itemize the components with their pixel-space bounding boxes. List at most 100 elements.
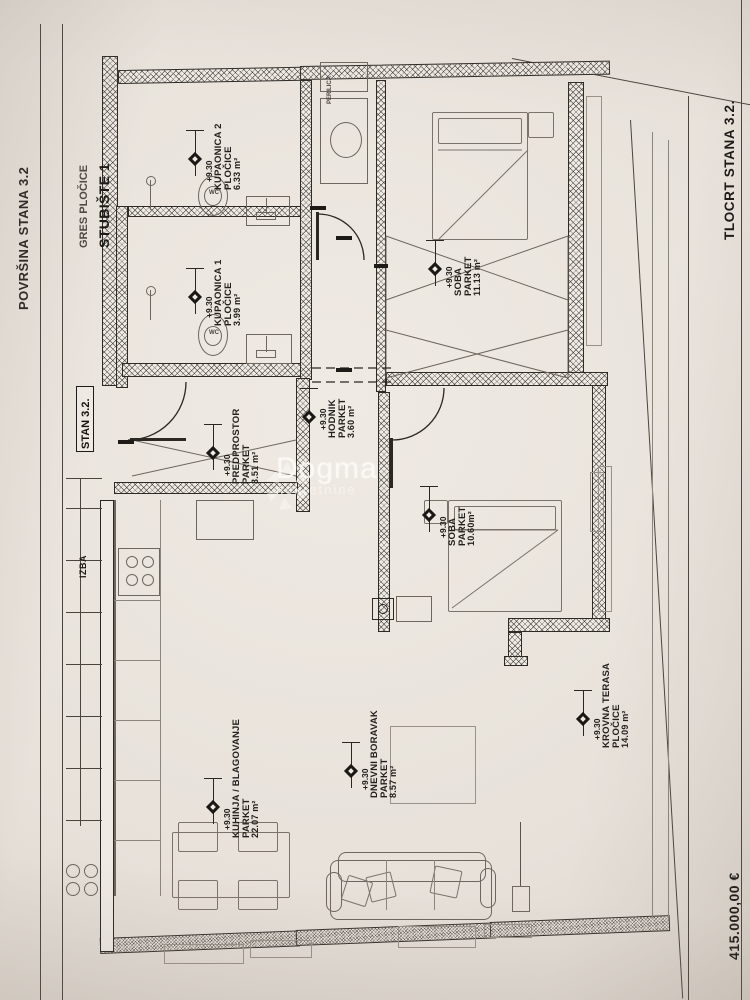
balcony-rail-upper bbox=[586, 96, 602, 346]
sheet-price: 415.000,00 € bbox=[726, 872, 742, 960]
shower-riser-bath2 bbox=[150, 180, 151, 210]
washing-machine-drum bbox=[330, 122, 362, 158]
stair-line-2 bbox=[66, 508, 102, 509]
room-label-kupaonica1: KUPAONICA 1 PLOČICE 3.99 m² bbox=[213, 259, 243, 326]
electrical-panel-dot bbox=[378, 604, 388, 614]
dining-chair-2 bbox=[238, 822, 278, 852]
sofa-seat-div-2 bbox=[434, 860, 435, 910]
kitchen-counter-divider-2 bbox=[114, 660, 160, 661]
hob-burner-3 bbox=[126, 574, 138, 586]
wall-kitchen-top bbox=[114, 482, 298, 494]
wall-left-core bbox=[102, 56, 118, 386]
wall-vert-right-lower bbox=[592, 380, 606, 632]
hob-burner-2 bbox=[142, 556, 154, 568]
wall-terrace-step bbox=[508, 632, 522, 658]
room-label-kuhinja: KUHINJA / BLAGOVANJE PARKET 22.07 m² bbox=[231, 719, 261, 838]
dining-table bbox=[172, 832, 290, 898]
stair-line-7 bbox=[66, 768, 102, 769]
stubiste-sublabel: GRES PLOČICE bbox=[78, 164, 90, 248]
window-bottom-1 bbox=[164, 944, 244, 964]
kitchen-counter-divider-1 bbox=[114, 600, 160, 601]
room-label-terasa: KROVNA TERASA PLOČICE 14.09 m² bbox=[601, 663, 631, 748]
hall-cabinet bbox=[396, 596, 432, 622]
stair-line-1 bbox=[66, 478, 102, 479]
door-hinge-mark-3 bbox=[336, 368, 352, 372]
kitchen-counter-top bbox=[196, 500, 254, 540]
stubiste-label: STUBIŠTE 1 bbox=[96, 163, 112, 248]
room-label-soba2: SOBA PARKET 10.60m² bbox=[447, 506, 477, 546]
sink-bath2-basin bbox=[256, 212, 276, 220]
room-label-soba1: SOBA PARKET 11.13 m² bbox=[453, 256, 483, 296]
wall-vert-soba1-left bbox=[376, 80, 386, 392]
room-label-hodnik: HODNIK PARKET 3.60 m² bbox=[327, 398, 357, 438]
frame-line-left-outer bbox=[40, 24, 42, 1000]
room-area-kuhinja: 22.07 m² bbox=[250, 800, 261, 838]
sink-bath2 bbox=[246, 196, 290, 226]
window-right-upper bbox=[590, 472, 604, 532]
wall-soba2-bottom bbox=[508, 618, 610, 632]
toilet-bath2-seat bbox=[204, 186, 222, 206]
sofa-back bbox=[338, 852, 486, 882]
wall-kitchen-left bbox=[100, 500, 114, 952]
dining-chair-1 bbox=[178, 822, 218, 852]
sink-bath1-basin bbox=[256, 350, 276, 358]
room-area-terasa: 14.09 m² bbox=[620, 710, 631, 748]
sheet-title: TLOCRT STANA 3.2. bbox=[722, 100, 737, 240]
frame-line-right-diagonal bbox=[630, 119, 684, 999]
living-area-outline bbox=[390, 726, 476, 804]
room-area-predprostor: 3.51 m² bbox=[250, 451, 261, 484]
shower-riser-bath1 bbox=[150, 290, 151, 320]
dining-chair-4 bbox=[238, 880, 278, 910]
kitchen-counter-divider-3 bbox=[114, 720, 160, 721]
hob-burner-4 bbox=[142, 574, 154, 586]
toilet-bath1-seat bbox=[204, 326, 222, 346]
room-area-soba1: 11.13 m² bbox=[472, 258, 483, 296]
door-hinge-mark-5 bbox=[374, 264, 388, 268]
wall-horiz-mid-right bbox=[386, 372, 608, 386]
sofa-arm-right bbox=[480, 868, 496, 908]
povrsina-label: POVRŠINA STANA 3.2 bbox=[16, 166, 31, 310]
bed-soba2 bbox=[448, 500, 562, 612]
room-label-dnevni: DNEVNI BORAVAK PARKET 8.57 m² bbox=[369, 710, 399, 798]
washing-machine-outer bbox=[320, 98, 368, 184]
stair-line-5 bbox=[66, 664, 102, 665]
room-area-dnevni: 8.57 m² bbox=[388, 765, 399, 798]
sink-bath1-tap bbox=[266, 336, 267, 352]
sofa-arm-left bbox=[326, 872, 342, 912]
bed-soba2-pillow bbox=[454, 506, 556, 530]
shaft-circle-2 bbox=[84, 864, 98, 878]
door-hinge-mark-1 bbox=[310, 206, 326, 210]
window-bottom-4 bbox=[484, 924, 532, 938]
door-hinge-mark-2 bbox=[336, 236, 352, 240]
hob-burner-1 bbox=[126, 556, 138, 568]
izba-label: IZBA bbox=[78, 555, 88, 578]
stan-tag-text: STAN 3.2. bbox=[80, 398, 92, 449]
kitchen-counter-run bbox=[114, 500, 116, 896]
kitchen-counter-divider-4 bbox=[114, 780, 160, 781]
kitchen-hob bbox=[118, 548, 160, 596]
nightstand-soba1 bbox=[528, 112, 554, 138]
stair-line-4 bbox=[66, 612, 102, 613]
toilet-bath1 bbox=[198, 314, 228, 356]
washing-machine-top bbox=[320, 62, 368, 92]
stair-line-3 bbox=[66, 560, 102, 561]
frame-line-left-inner bbox=[62, 24, 63, 1000]
stair-line-8 bbox=[66, 820, 102, 821]
balcony-rail-lower bbox=[598, 466, 612, 612]
toilet-bath2-glyph: WC bbox=[209, 190, 219, 196]
bed-soba1-pillow bbox=[438, 118, 522, 144]
wall-top-main bbox=[117, 66, 303, 84]
sink-bath2-tap bbox=[266, 198, 267, 214]
toilet-bath1-glyph: WC bbox=[209, 330, 219, 336]
sofa-body bbox=[330, 860, 492, 920]
shower-head-bath2 bbox=[146, 176, 156, 186]
shaft-circle-4 bbox=[84, 882, 98, 896]
room-area-kupaonica1: 3.99 m² bbox=[232, 293, 243, 326]
kitchen-counter-divider-5 bbox=[114, 840, 160, 841]
wall-vert-bath-left bbox=[116, 206, 128, 388]
wall-bath1-bottom bbox=[122, 363, 312, 377]
electrical-panel bbox=[372, 598, 394, 620]
